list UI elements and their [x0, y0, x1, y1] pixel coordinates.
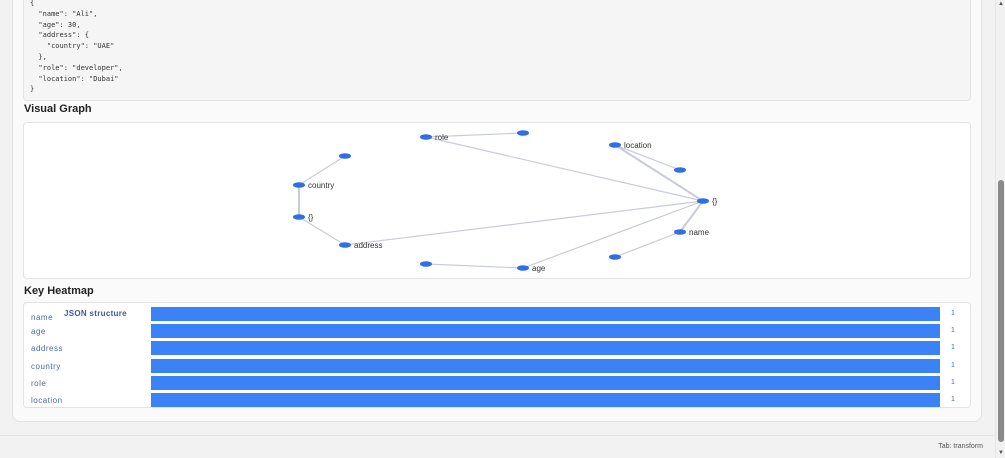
json-code-block: { "name": "Ali", "age": 30, "address": {… — [23, 0, 971, 101]
graph-edge — [614, 144, 704, 202]
graph-edge — [298, 216, 346, 246]
heatmap-bar — [151, 393, 940, 407]
heatmap-chart-title: JSON structure — [64, 309, 127, 318]
code-line: { — [30, 0, 35, 7]
graph-node-name[interactable] — [674, 229, 686, 235]
graph-node-root[interactable] — [697, 198, 709, 204]
heatmap-row-label: location — [31, 396, 63, 405]
graph-edge — [425, 136, 704, 202]
heatmap-row: country 1 — [24, 358, 970, 373]
graph-node-country[interactable] — [293, 182, 305, 188]
heatmap-row-label: age — [31, 327, 46, 337]
code-line: } — [30, 85, 35, 94]
heatmap-row: location 1 — [24, 393, 970, 407]
graph-node-label: age — [532, 264, 546, 273]
heatmap-bar — [151, 324, 940, 339]
heatmap-bar — [151, 375, 940, 390]
heatmap-value: 1 — [951, 344, 955, 352]
heatmap-row-label: role — [31, 378, 47, 388]
graph-edge — [679, 200, 704, 233]
scroll-down-arrow-icon[interactable]: ▼ — [998, 450, 1004, 456]
graph-node-address[interactable] — [339, 242, 351, 248]
graph-node-role[interactable] — [420, 134, 432, 140]
graph-node-label: name — [689, 228, 710, 237]
code-line: "role": "developer", — [38, 63, 123, 72]
graph-edge — [298, 155, 346, 186]
graph-node-age[interactable] — [517, 265, 529, 271]
graph-node-addr-obj[interactable] — [293, 214, 305, 220]
graph-edge — [425, 263, 524, 269]
vertical-scrollbar[interactable]: ▲ ▼ — [995, 0, 1005, 458]
visual-graph-title: Visual Graph — [24, 103, 92, 115]
json-code-text: { "name": "Ali", "age": 30, "address": {… — [30, 0, 970, 95]
code-line: }, — [38, 52, 47, 61]
graph-node-label: role — [435, 133, 449, 142]
heatmap-row: name 1 — [24, 307, 970, 322]
heatmap-bar — [151, 358, 940, 373]
heatmap-value: 1 — [951, 310, 955, 317]
graph-node-label: location — [624, 141, 652, 150]
graph-node-name-val[interactable] — [609, 254, 621, 260]
graph-node-location[interactable] — [609, 142, 621, 148]
graph-node-age-val[interactable] — [420, 261, 432, 267]
graph-edge — [344, 200, 704, 246]
key-heatmap-title: Key Heatmap — [24, 285, 94, 297]
footer-divider — [0, 435, 994, 436]
graph-node-label: address — [354, 241, 382, 250]
graph-node-label: country — [308, 181, 334, 190]
code-line: "name": "Ali", — [38, 9, 98, 18]
heatmap-value: 1 — [951, 396, 955, 403]
heatmap-row-label: address — [31, 344, 63, 354]
graph-node-country-val[interactable] — [339, 153, 351, 159]
code-line: "location": "Dubai" — [38, 74, 119, 83]
heatmap-value: 1 — [951, 378, 955, 386]
heatmap-bar — [151, 307, 940, 321]
graph-edge — [614, 144, 681, 171]
graph-node-location-val[interactable] — [674, 167, 686, 173]
graph-node-role-val[interactable] — [517, 130, 529, 136]
visual-graph-panel[interactable]: {} name age address {} country role location — [23, 122, 971, 279]
graph-edge — [614, 231, 681, 258]
heatmap-row: role 1 — [24, 375, 970, 390]
heatmap-bar — [151, 341, 940, 356]
heatmap-row: address 1 — [24, 341, 970, 356]
scrollbar-thumb[interactable] — [998, 180, 1004, 442]
graph-node-label: {} — [712, 197, 718, 206]
graph-edge — [425, 132, 524, 138]
heatmap-value: 1 — [951, 327, 955, 335]
code-line: "address": { — [38, 31, 90, 40]
scroll-up-arrow-icon[interactable]: ▲ — [998, 1, 1004, 7]
graph-canvas[interactable]: {} name age address {} country role location — [24, 123, 971, 279]
status-text: Tab: transform — [938, 443, 983, 450]
code-line: "age": 30, — [38, 20, 81, 29]
heatmap-row-label: name — [31, 313, 54, 322]
graph-node-label: {} — [308, 213, 314, 222]
heatmap-row-label: country — [31, 361, 61, 371]
graph-edge — [522, 200, 704, 269]
code-line: "country": "UAE" — [46, 42, 115, 51]
heatmap-value: 1 — [951, 361, 955, 369]
heatmap-row: age 1 — [24, 324, 970, 339]
